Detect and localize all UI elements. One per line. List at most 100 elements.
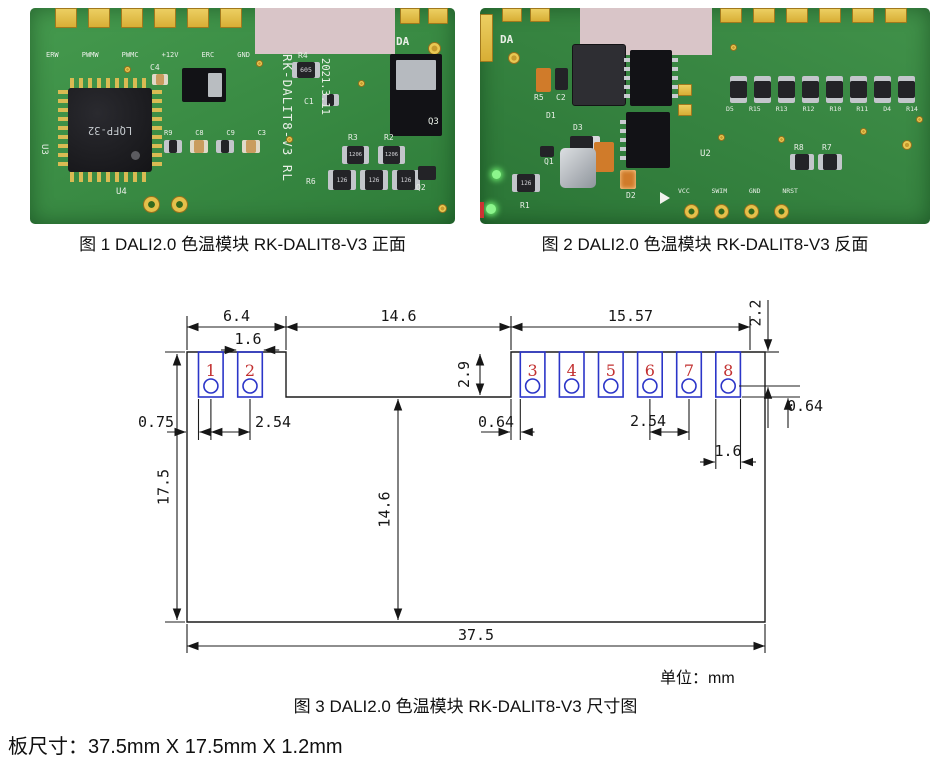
- dim-inner-margin-right: 0.64: [478, 413, 514, 431]
- edge-pad: [154, 8, 176, 28]
- pin-label: SWIM: [711, 187, 728, 195]
- pad-hole: [681, 378, 697, 394]
- ref-label: C8: [195, 129, 204, 137]
- pin-label: PWMC: [121, 51, 139, 59]
- dim-right-section-width: 15.57: [608, 307, 653, 325]
- smd-component-marked: 126: [328, 170, 356, 190]
- edge-pad: [480, 14, 493, 62]
- pin-label: VCC: [678, 187, 690, 195]
- ref-label: C3: [257, 129, 266, 137]
- dim-pad-width-right: 1.6: [714, 442, 741, 460]
- pad-hole: [203, 378, 219, 394]
- smd-component: [322, 94, 339, 106]
- smd-resistor: [730, 76, 747, 103]
- board-outline: [186, 351, 766, 623]
- ref-u4: U4: [116, 187, 127, 197]
- ic-pins: [672, 58, 678, 98]
- qfp-pins-left: [58, 90, 68, 170]
- pad-number: 1: [206, 361, 216, 380]
- pad-hole: [720, 378, 737, 394]
- via-pad: [860, 128, 867, 135]
- dim-left-margin: 0.75: [138, 413, 174, 431]
- resistor-row-labels: D5 R15 R13 R12 R10 R11 D4 R14: [726, 105, 918, 113]
- through-hole-pad: [744, 204, 759, 219]
- unit-label: 单位：mm: [660, 670, 735, 687]
- red-marker: [480, 202, 484, 218]
- figure3-caption: 图 3 DALI2.0 色温模块 RK-DALIT8-V3 尺寸图: [293, 697, 638, 716]
- dim-hole-top-offset: 2.2: [747, 299, 765, 326]
- via-pad: [358, 80, 365, 87]
- dimension-drawing: 1 2 3 4 5 6 7 8 6.4 14.6 15.57 1.6 2.9 0…: [138, 299, 823, 653]
- pin-label: GND: [748, 187, 761, 195]
- via-pad: [730, 44, 737, 51]
- edge-pad: [819, 8, 841, 23]
- pad-outline: [558, 351, 585, 398]
- figure2-caption: 图 2 DALI2.0 色温模块 RK-DALIT8-V3 反面: [541, 235, 869, 254]
- ref-c2: C2: [556, 93, 566, 102]
- smd-pad: [678, 84, 692, 96]
- smd-component-marked: 605: [292, 62, 320, 78]
- through-hole-pad: [774, 204, 789, 219]
- pin-label: ERC: [201, 51, 215, 59]
- smd-resistor: [898, 76, 915, 103]
- smd-capacitor: [536, 68, 551, 92]
- ref-d2: D2: [626, 191, 636, 200]
- via-pad: [256, 60, 263, 67]
- pad-number: 4: [567, 361, 577, 380]
- ref-label: R15: [748, 105, 761, 113]
- smd-led-d2: [620, 170, 636, 189]
- smd-component: [555, 68, 568, 90]
- led-glow: [486, 204, 496, 214]
- smd-component-marked: 126: [392, 170, 420, 190]
- edge-pad: [121, 8, 143, 28]
- via-pad: [902, 140, 912, 150]
- dim-pad-width-left: 1.6: [234, 330, 261, 348]
- ic-upper: [630, 50, 672, 106]
- ref-d3: D3: [573, 123, 583, 132]
- programming-labels: VCC SWIM GND NRST: [678, 187, 798, 195]
- pcb-front-photo: ERW PWMW PWMC +12V ERC GND DA LQFP-32 U3…: [30, 8, 455, 224]
- dim-board-width: 37.5: [458, 626, 494, 644]
- smd-transistor: [418, 166, 436, 180]
- edge-pad: [88, 8, 110, 28]
- through-hole-pad: [714, 204, 729, 219]
- dim-top-left-width: 6.4: [223, 307, 250, 325]
- pad-hole: [563, 378, 580, 394]
- qfp-pins-bottom: [70, 172, 150, 182]
- board-notch-cutout: [255, 8, 395, 54]
- ref-r3: R3: [348, 133, 358, 142]
- edge-pad: [885, 8, 907, 23]
- dim-pitch-left: 2.54: [255, 413, 291, 431]
- pad-hole: [602, 378, 619, 394]
- board-date-silkscreen: 2021.3.11: [319, 58, 331, 115]
- board-model-silkscreen: RK-DALIT8-V3 RL: [280, 54, 295, 182]
- ref-row-labels: R9 C8 C9 C3: [164, 129, 266, 138]
- through-hole-pad: [684, 204, 699, 219]
- smd-resistor: [790, 154, 814, 170]
- pad-hole: [642, 378, 658, 394]
- da-label: DA: [396, 35, 410, 48]
- via-pad: [778, 136, 785, 143]
- pad-hole: [524, 378, 541, 394]
- ref-label: R9: [164, 129, 173, 137]
- smd-capacitor: [594, 142, 614, 172]
- smd-capacitor: [242, 140, 260, 153]
- ref-c1: C1: [304, 97, 314, 106]
- da-label: DA: [500, 33, 514, 46]
- via-pad: [286, 136, 293, 143]
- ref-r5: R5: [534, 93, 544, 102]
- smd-capacitor: [152, 74, 168, 85]
- edge-pad: [428, 8, 448, 24]
- smd-resistor: [818, 154, 842, 170]
- edge-pad: [220, 8, 242, 28]
- ref-label: R13: [775, 105, 788, 113]
- smd-capacitor: [190, 140, 208, 153]
- smd-resistor: [826, 76, 843, 103]
- pad-outline: [636, 351, 663, 398]
- smd-component-marked: 126: [512, 174, 540, 192]
- via-pad: [124, 66, 131, 73]
- ref-r1: R1: [520, 201, 530, 210]
- ref-r2: R2: [384, 133, 394, 142]
- via-pad: [718, 134, 725, 141]
- bridge-module-d1: [572, 44, 626, 106]
